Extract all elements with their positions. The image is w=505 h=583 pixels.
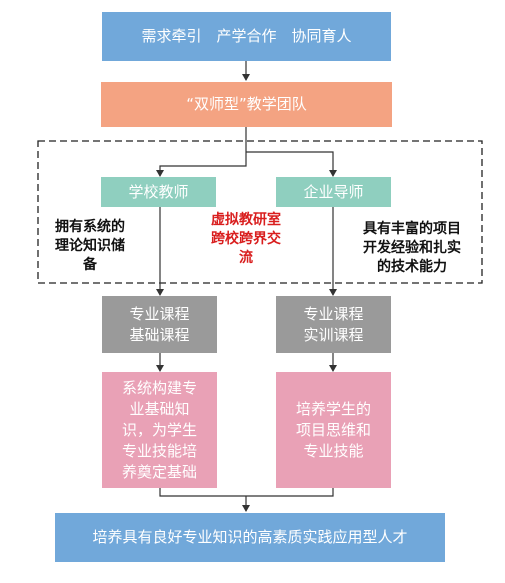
right-course-box: 专业课程 实训课程 <box>276 296 391 353</box>
arrow-outcomes-to-bottom <box>159 488 334 497</box>
left-course-box: 专业课程 基础课程 <box>102 296 217 353</box>
enterprise-mentor-description: 具有丰富的项目 开发经验和扎实 的技术能力 <box>363 221 461 275</box>
right-outcome-box: 培养学生的 项目思维和 专业技能 <box>276 372 391 488</box>
top-box: 需求牵引 产学合作 协同育人 <box>102 12 391 61</box>
school-teacher-box: 学校教师 <box>101 177 216 207</box>
bottom-box: 培养具有良好专业知识的高素质实践应用型人才 <box>55 513 445 562</box>
arrow-team-to-school <box>156 127 247 177</box>
virtual-lab-label: 虚拟教研室 跨校跨界交 流 <box>211 212 281 266</box>
school-teacher-description: 拥有系统的 理论知识储 备 <box>55 219 125 273</box>
left-outcome-box: 系统构建专 业基础知 识，为学生 专业技能培 养奠定基础 <box>102 372 217 488</box>
enterprise-mentor-box: 企业导师 <box>276 177 391 207</box>
dashed-group-border <box>37 140 483 284</box>
team-box: “双师型”教学团队 <box>101 82 392 127</box>
arrow-team-to-enterprise <box>246 151 337 177</box>
